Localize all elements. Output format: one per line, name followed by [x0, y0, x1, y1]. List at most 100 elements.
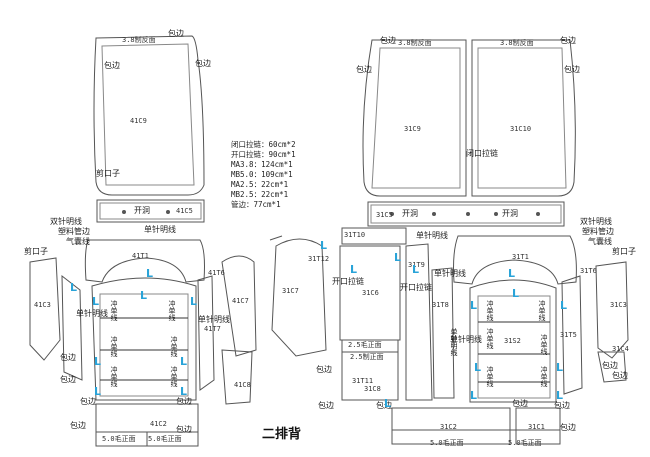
panel-31C7 — [271, 238, 327, 357]
panel-41C7 — [221, 255, 257, 357]
pattern-label: 41C7 — [232, 297, 249, 305]
pattern-label: 包边 — [176, 425, 192, 434]
pattern-label: 41C2 — [150, 420, 167, 428]
pattern-label: 41T7 — [204, 325, 221, 333]
pattern-label: 3.8制反面 — [122, 36, 156, 44]
panel-41C3 — [29, 257, 61, 361]
panel-31C3 — [595, 261, 629, 359]
panel-31T10 — [341, 227, 407, 245]
pattern-label: 31C6 — [362, 289, 379, 297]
panel-31T6 — [561, 275, 583, 395]
pattern-label: 包边 — [602, 361, 618, 370]
pattern-label: 剪口子 — [24, 247, 48, 256]
panel-31C1 — [515, 407, 561, 445]
pattern-label: 31T8 — [432, 301, 449, 309]
panel-31C4 — [597, 351, 627, 383]
sewing-notes: 闭口拉链：60cm*2 开口拉链：90cm*1 MA3.8：124cm*1 MB… — [231, 140, 296, 210]
pattern-label: 单针明线 — [416, 231, 448, 240]
pattern-label: 41T1 — [132, 252, 149, 260]
pattern-label: 包边 — [380, 36, 396, 45]
grain-marker: L — [320, 239, 328, 252]
pattern-label: 31C10 — [510, 125, 532, 133]
grain-marker: L — [146, 267, 154, 280]
stitch-label: 冲单线 — [486, 366, 494, 387]
pattern-label: 31T5 — [560, 331, 577, 339]
grain-marker: L — [94, 385, 102, 398]
panel-31C9 — [362, 39, 467, 197]
pattern-label: 41C9 — [130, 117, 147, 125]
grain-marker: L — [350, 263, 358, 276]
panel-41T1 — [84, 239, 205, 283]
pattern-label: 31T6 — [580, 267, 597, 275]
stitch-label: 冲单线 — [110, 300, 118, 321]
note-line: MA2.5：22cm*1 — [231, 180, 289, 189]
pattern-label: 41T6 — [208, 269, 225, 277]
pattern-label: 31C7 — [282, 287, 299, 295]
panel-31T9 — [405, 243, 433, 401]
panel-31T8 — [431, 267, 455, 399]
pattern-label: 单针明线 — [450, 335, 482, 344]
note-line: 开口拉链：90cm*1 — [231, 150, 296, 159]
grain-marker: L — [190, 295, 198, 308]
grain-marker: L — [560, 299, 568, 312]
note-line: MA3.8：124cm*1 — [231, 160, 293, 169]
pattern-label: 31T12 — [308, 255, 330, 263]
pattern-label: 31C8 — [364, 385, 381, 393]
panel-41C5 — [96, 199, 205, 223]
pattern-label: 包边 — [560, 423, 576, 432]
panel-31C6 — [339, 245, 401, 341]
pattern-label: 31C2 — [440, 423, 457, 431]
pattern-label: 5.0毛正面 — [102, 435, 136, 443]
stitch-label: 冲单线 — [540, 334, 548, 355]
panel-41T7-left — [61, 274, 83, 381]
stitch-label: 冲单线 — [538, 300, 546, 321]
grain-marker: L — [412, 263, 420, 276]
panel-41-body — [91, 277, 197, 401]
pattern-label: 包边 — [560, 36, 576, 45]
pattern-label: 41C3 — [34, 301, 51, 309]
pattern-label: 单针明线 — [434, 269, 466, 278]
pattern-label: 气囊线 — [588, 237, 612, 246]
stitch-label: 冲单线 — [110, 336, 118, 357]
pattern-label: 开口拉链 — [400, 283, 432, 292]
pattern-label: 包边 — [60, 353, 76, 362]
grain-marker: L — [512, 287, 520, 300]
panel-31-body — [469, 279, 557, 403]
grain-marker: L — [94, 355, 102, 368]
pattern-label: 31C3 — [610, 301, 627, 309]
pattern-label: 包边 — [512, 399, 528, 408]
pattern-label: 包边 — [376, 401, 392, 410]
note-line: 闭口拉链：60cm*2 — [231, 140, 296, 149]
pattern-label: 包边 — [195, 59, 211, 68]
pattern-label: 31C4 — [612, 345, 629, 353]
pattern-label: 5.0毛正面 — [430, 439, 464, 447]
grain-marker: L — [470, 389, 478, 402]
grain-marker: L — [508, 267, 516, 280]
pattern-label: 3.8制反面 — [500, 39, 534, 47]
pattern-label: 31T1 — [512, 253, 529, 261]
pattern-label: 31C9 — [404, 125, 421, 133]
pattern-label: 包边 — [70, 421, 86, 430]
grain-marker: L — [180, 385, 188, 398]
pattern-label: 包边 — [564, 65, 580, 74]
pattern-label: 塑料管边 — [582, 227, 614, 236]
stitch-label: 冲单线 — [540, 366, 548, 387]
pattern-label: 31T10 — [344, 231, 366, 239]
pattern-label: 31C1 — [528, 423, 545, 431]
pattern-label: 单针明线 — [76, 309, 108, 318]
grain-marker: L — [140, 289, 148, 302]
stitch-label: 单针明线 — [450, 328, 458, 356]
stitch-label: 冲单线 — [486, 300, 494, 321]
pattern-label: 31T9 — [408, 261, 425, 269]
pattern-label: 开洞 — [402, 209, 418, 218]
panel-41C9-inner — [101, 43, 195, 186]
grain-marker: L — [474, 361, 482, 374]
pattern-label: 双针明线 — [580, 217, 612, 226]
pattern-label: 包边 — [80, 397, 96, 406]
pattern-label: 包边 — [356, 65, 372, 74]
pattern-label: 包边 — [104, 61, 120, 70]
pattern-label: 开洞 — [502, 209, 518, 218]
pattern-label: 31T11 — [352, 377, 374, 385]
stitch-label: 冲单线 — [486, 328, 494, 349]
